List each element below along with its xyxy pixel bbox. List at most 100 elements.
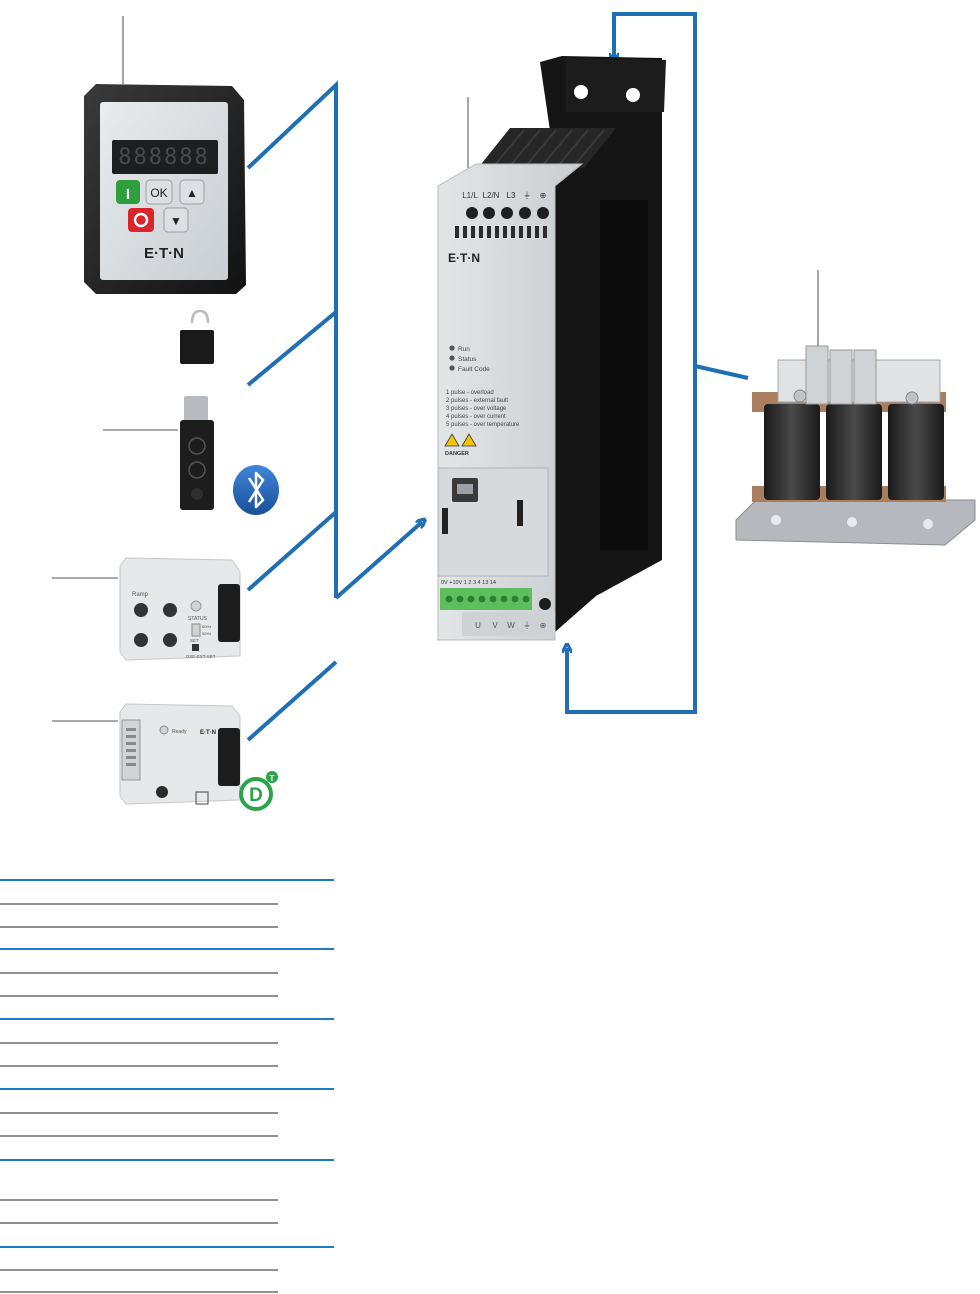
dt-logo-sup: T <box>270 774 275 783</box>
down-icon: ▼ <box>170 214 182 228</box>
drive-side-panel <box>600 200 648 550</box>
mount-hole-right <box>626 88 640 102</box>
accessory-connector-bracket <box>246 80 422 742</box>
terminal-screw-l3 <box>501 207 513 219</box>
remote-keypad: 888888 I OK ▲ O ▼ E·T·N <box>84 84 246 294</box>
fault-code-4: 4 pulses - over current <box>446 414 506 420</box>
status-led <box>190 600 202 612</box>
control-terminal-block <box>440 588 532 610</box>
ramp-dial-1[interactable] <box>134 603 148 617</box>
stick-usb-plug <box>184 396 208 424</box>
loop-choke-link <box>694 364 749 380</box>
ramp-dial-3[interactable] <box>134 633 148 647</box>
keypad-display <box>112 140 218 174</box>
led-label-run: Run <box>458 346 470 353</box>
output-terminal-v: V <box>492 621 498 630</box>
dt-comm-module: Ready E·T·N D T <box>119 703 278 811</box>
dt-logo-letter: D <box>249 785 263 806</box>
start-button[interactable] <box>116 180 140 204</box>
dt-logo-badge <box>266 771 278 783</box>
heatsink-fins <box>493 129 605 167</box>
control-terminal-labels: 0V +10V 1 2 3 4 13 14 <box>441 580 496 586</box>
output-terminal-w: W <box>507 621 515 630</box>
up-button[interactable] <box>179 179 205 205</box>
coil-1 <box>764 404 820 500</box>
ready-label: Ready <box>172 729 187 735</box>
bluetooth-rune <box>247 471 265 509</box>
ok-button[interactable] <box>145 179 173 205</box>
up-icon: ▲ <box>186 186 198 200</box>
base-hole-2 <box>847 517 857 527</box>
arrow-to-drive <box>334 522 422 600</box>
choke-terminal-1 <box>805 345 829 405</box>
warning-icons: DANGER <box>444 433 477 457</box>
terminal-label-earth: ⏚ <box>523 191 531 200</box>
stick-up-icon <box>188 437 206 455</box>
hz-switch[interactable] <box>191 623 201 637</box>
stick-down-icon <box>188 461 206 479</box>
base-hole-1 <box>771 515 781 525</box>
dip-module-connector <box>218 584 240 642</box>
dt-logo-icon <box>239 777 273 811</box>
choke-terminal-2 <box>829 349 853 405</box>
choke-loop <box>567 12 749 714</box>
start-button-glyph: I <box>126 186 130 203</box>
rj45-contacts <box>457 484 473 494</box>
bracket-spine <box>246 80 338 598</box>
led-label-status: Status <box>458 356 477 363</box>
fault-code-2: 2 pulses - external fault <box>446 398 508 404</box>
output-terminal-block <box>462 612 555 636</box>
control-terminal-screws <box>445 595 530 603</box>
bracket-branch-bluetooth <box>246 310 338 387</box>
choke-terminal-3 <box>853 349 877 405</box>
fault-code-5: 5 pulses - over temperature <box>446 422 520 428</box>
dt-plug-pins <box>126 728 136 766</box>
mounting-plate <box>566 58 666 112</box>
dip-module-title: Ramp <box>132 592 149 598</box>
dt-module-brand: E·T·N <box>200 730 216 736</box>
status-led-drive <box>449 355 455 361</box>
stop-icon <box>133 212 149 228</box>
hz-label-60: 60Hz <box>202 624 211 629</box>
output-terminal-earth: ⏚ <box>523 621 531 630</box>
bracket-branch-dip <box>246 510 338 592</box>
cover-slot-left <box>442 508 448 534</box>
hz-label-50: 50Hz <box>202 631 211 636</box>
output-terminal-u: U <box>475 621 481 630</box>
terminal-screw-pe <box>537 207 549 219</box>
variable-frequency-drive: L1/L L2/N L3 ⏚ ⊕ E·T·N Run St <box>437 56 666 641</box>
bracket-branch-dt <box>246 660 338 742</box>
down-button[interactable] <box>163 207 189 233</box>
fault-led <box>449 365 455 371</box>
terminal-screw-earth <box>519 207 531 219</box>
bluetooth-stick <box>180 309 279 515</box>
set-button[interactable] <box>192 644 199 651</box>
danger-label: DANGER <box>445 451 469 457</box>
mount-hole-left <box>574 85 588 99</box>
line-choke <box>735 345 976 546</box>
output-terminal-pe: ⊕ <box>540 621 547 630</box>
status-leds: Run Status Fault Code <box>449 345 490 373</box>
front-vents <box>455 226 547 238</box>
terminal-label-l1: L1/L <box>462 191 478 200</box>
keypad-display-digits: 888888 <box>118 145 209 170</box>
choke-screw-right <box>905 391 919 405</box>
dip-switch-module: Ramp STATUS 60Hz 50Hz SET DXE-EXT-SET <box>119 557 241 661</box>
bottom-earth-screw <box>539 598 551 610</box>
terminal-label-pe: ⊕ <box>540 191 547 200</box>
ramp-dial-4[interactable] <box>163 633 177 647</box>
fault-code-1: 1 pulse - overload <box>446 390 494 396</box>
base-hole-3 <box>923 519 933 529</box>
dip-part-label: DXE-EXT-SET <box>186 654 216 659</box>
dt-module-d-mark <box>195 791 209 805</box>
terminal-label-l3: L3 <box>507 191 516 200</box>
terminal-screw-l2 <box>483 207 495 219</box>
stop-button[interactable] <box>128 208 154 232</box>
set-label: SET <box>190 638 199 643</box>
cover-slot-right <box>517 500 523 526</box>
coil-3 <box>888 404 944 500</box>
fault-code-3: 3 pulses - over voltage <box>446 406 507 412</box>
ramp-dial-2[interactable] <box>163 603 177 617</box>
stick-key-ring <box>190 309 210 324</box>
